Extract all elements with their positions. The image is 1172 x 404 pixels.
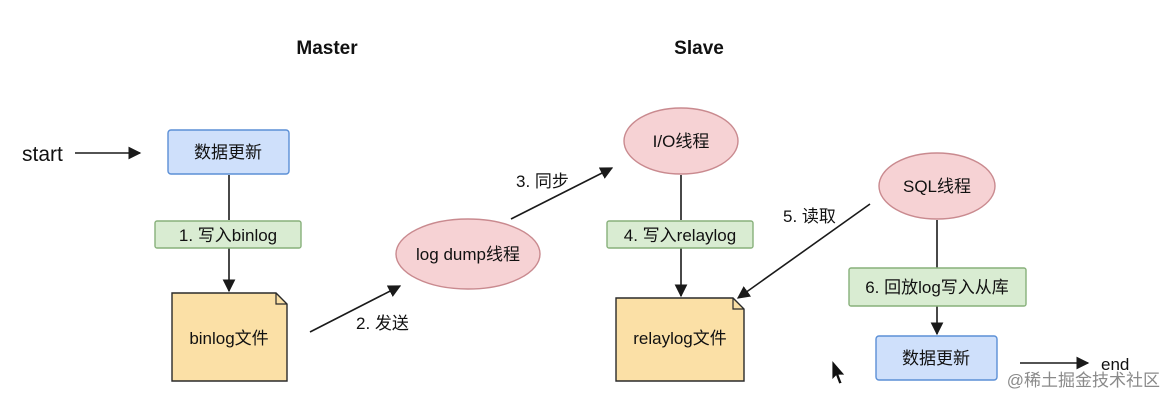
log-dump-thread-label: log dump线程 [416, 245, 520, 264]
master-data-update-label: 数据更新 [194, 143, 262, 162]
io-thread-label: I/O线程 [653, 132, 710, 151]
slave-heading: Slave [674, 38, 724, 59]
write-relaylog-label: 4. 写入relaylog [624, 226, 736, 245]
sync-arrow [510, 167, 614, 220]
write-binlog-label: 1. 写入binlog [179, 226, 277, 245]
io-thread-node [623, 107, 739, 175]
send-arrow [309, 285, 402, 333]
watermark: @稀土掘金技术社区 [1007, 371, 1160, 390]
read-label: 5. 读取 [783, 207, 836, 226]
log-dump-thread-node [395, 218, 541, 290]
binlog-file-label: binlog文件 [189, 329, 268, 348]
sql-thread-label: SQL线程 [903, 177, 971, 196]
mouse-cursor-icon [831, 358, 846, 385]
send-label: 2. 发送 [356, 314, 409, 333]
replay-step [848, 267, 1027, 307]
slave-data-update-box [875, 335, 998, 381]
sql-thread-node [878, 152, 996, 220]
master-heading: Master [296, 38, 358, 59]
sync-label: 3. 同步 [516, 172, 569, 191]
slave-data-update-label: 数据更新 [902, 349, 970, 368]
relaylog-file-shape [615, 297, 745, 382]
relaylog-file-label: relaylog文件 [633, 329, 727, 348]
replay-label: 6. 回放log写入从库 [865, 278, 1009, 297]
end-label: end [1101, 355, 1129, 374]
start-label: start [22, 143, 63, 166]
write-relaylog-step [606, 220, 754, 249]
binlog-file-shape [171, 292, 288, 382]
write-binlog-step [154, 220, 302, 249]
relaylog-file-fold [732, 298, 744, 310]
master-data-update-box [167, 129, 290, 175]
read-arrow [736, 203, 871, 299]
binlog-file-fold [275, 293, 287, 305]
